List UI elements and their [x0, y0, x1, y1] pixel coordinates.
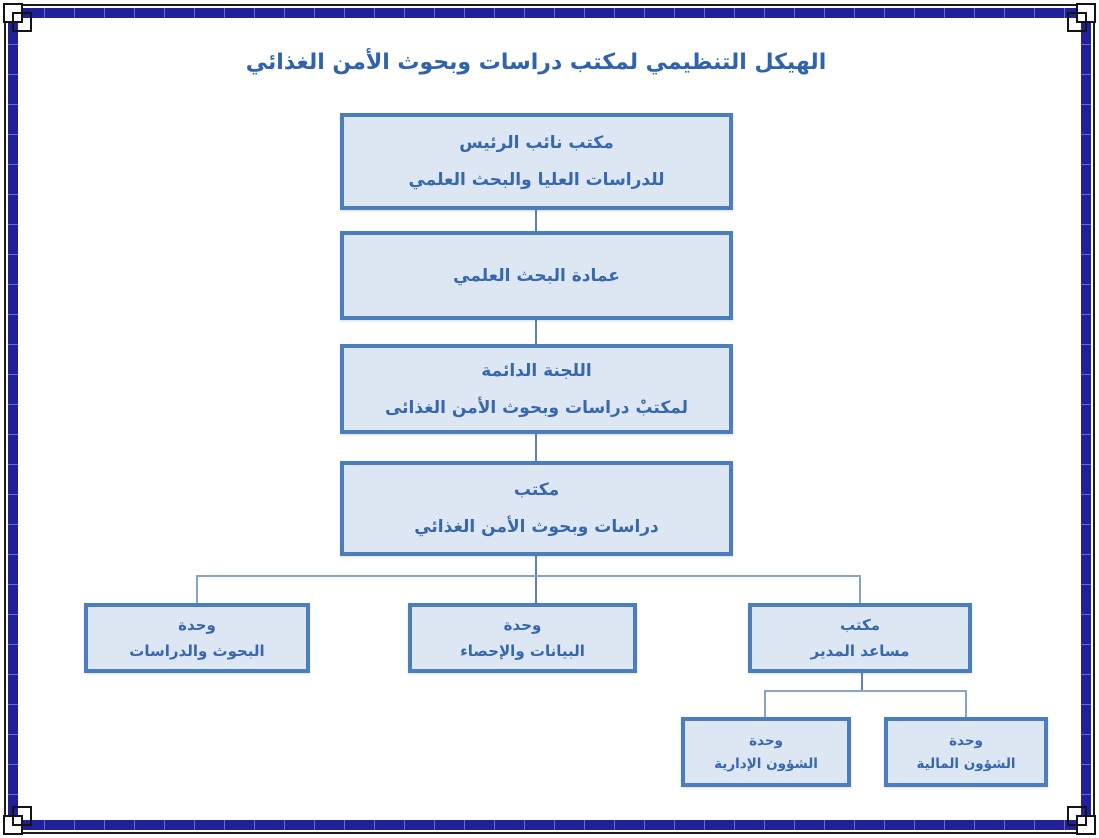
org-box-line: اللجنة الدائمة: [481, 360, 592, 381]
org-box-office: مكتب دراسات وبحوث الأمن الغذائي: [340, 461, 733, 556]
org-box-line: وحدة: [949, 732, 983, 749]
org-box-line: الشؤون الإدارية: [714, 755, 818, 772]
org-box-line: لمكتبْ دراسات وبحوث الأمن الغذائى: [384, 397, 689, 418]
org-box-line: للدراسات العليا والبحث العلمي: [408, 170, 665, 190]
org-box-line: مكتب نائب الرئيس: [459, 133, 614, 153]
corner-ornament-icon: [12, 12, 32, 32]
org-box-unit-finance: وحدة الشؤون المالية: [884, 717, 1048, 787]
connector-office-units: [535, 556, 537, 603]
frame-band-right: [1081, 14, 1091, 824]
connector-drop-assistant: [859, 575, 861, 603]
org-box-line: الشؤون المالية: [916, 755, 1016, 772]
connector-drop-admin: [764, 690, 766, 717]
connector-drop-finance: [965, 690, 967, 717]
corner-ornament-icon: [3, 815, 23, 835]
org-box-unit-admin: وحدة الشؤون الإدارية: [681, 717, 851, 787]
org-box-unit-research: وحدة البحوث والدراسات: [84, 603, 310, 673]
org-box-assistant-office: مكتب مساعد المدير: [748, 603, 972, 673]
org-box-line: عمادة البحث العلمي: [453, 265, 620, 286]
frame-band-top: [14, 8, 1085, 18]
corner-ornament-icon: [1076, 3, 1096, 23]
org-box-line: وحدة: [749, 732, 783, 749]
org-box-line: البيانات والإحصاء: [460, 642, 585, 660]
org-box-committee: اللجنة الدائمة لمكتبْ دراسات وبحوث الأمن…: [340, 344, 733, 434]
corner-ornament-icon: [3, 3, 23, 23]
org-box-vp-office: مكتب نائب الرئيس للدراسات العليا والبحث …: [340, 113, 733, 210]
org-box-line: مكتب: [513, 480, 560, 500]
frame-band-bottom: [14, 820, 1085, 830]
org-box-line: مساعد المدير: [810, 642, 910, 660]
corner-ornament-icon: [1076, 815, 1096, 835]
connector-sub-horizontal: [764, 690, 967, 692]
connector-vp-deanship: [535, 210, 537, 231]
connector-drop-research: [196, 575, 198, 603]
corner-ornament-icon: [1067, 806, 1087, 826]
org-box-unit-data: وحدة البيانات والإحصاء: [408, 603, 637, 673]
page-title: الهيكل التنظيمي لمكتب دراسات وبحوث الأمن…: [245, 50, 827, 75]
connector-committee-office: [535, 434, 537, 461]
org-box-line: دراسات وبحوث الأمن الغذائي: [414, 517, 659, 537]
org-box-line: وحدة: [503, 616, 542, 634]
connector-branch-horizontal: [196, 575, 861, 577]
corner-ornament-icon: [12, 806, 32, 826]
corner-ornament-icon: [1067, 12, 1087, 32]
org-box-deanship: عمادة البحث العلمي: [340, 231, 733, 320]
org-box-line: مكتب: [840, 616, 881, 634]
frame-band-left: [8, 14, 18, 824]
org-box-line: وحدة: [178, 616, 216, 634]
connector-assistant-sub: [861, 672, 863, 691]
connector-deanship-committee: [535, 320, 537, 344]
org-box-line: البحوث والدراسات: [129, 642, 265, 660]
